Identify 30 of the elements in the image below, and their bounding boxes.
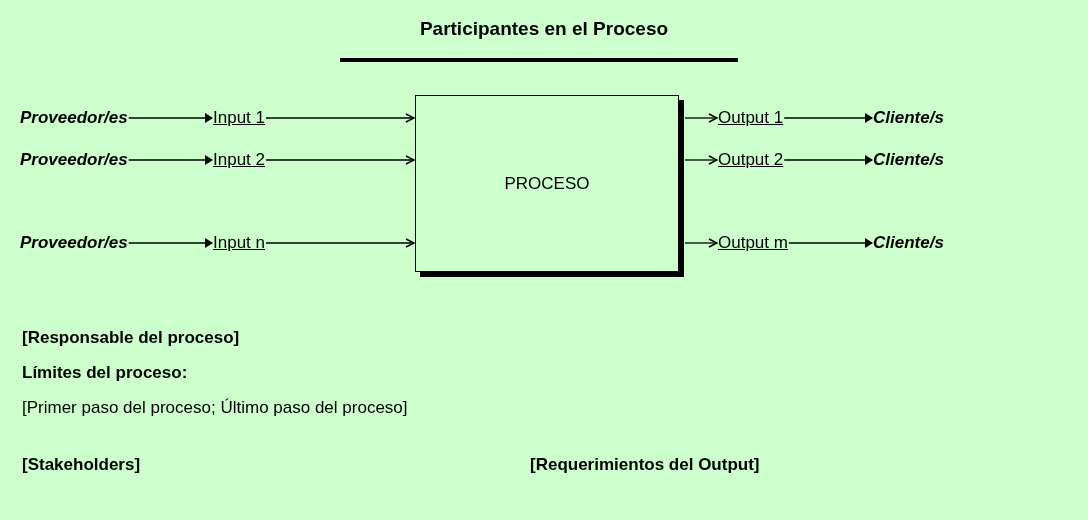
role-note: [Stakeholders] — [22, 455, 141, 475]
arrow — [783, 155, 873, 165]
arrow — [265, 155, 415, 165]
arrow — [128, 155, 213, 165]
arrow — [684, 155, 718, 165]
flow-item-label: Output 2 — [718, 147, 784, 173]
flow-item-label: Input 1 — [213, 105, 265, 131]
role-note: [Responsable del proceso] — [22, 328, 240, 348]
party-label: Cliente/s — [873, 230, 944, 256]
note-text: [Primer paso del proceso; Último paso del proceso] — [22, 398, 408, 418]
flow-item-label: Output m — [718, 230, 788, 256]
arrow — [788, 238, 873, 248]
party-label: Proveedor/es — [20, 105, 128, 131]
arrow — [684, 113, 718, 123]
arrow — [265, 238, 415, 248]
arrow — [128, 113, 213, 123]
party-label: Cliente/s — [873, 105, 944, 131]
arrow — [783, 113, 873, 123]
arrow — [265, 113, 415, 123]
flow-item-label: Output 1 — [718, 105, 784, 131]
party-label: Proveedor/es — [20, 147, 128, 173]
party-label: Proveedor/es — [20, 230, 128, 256]
arrow — [684, 238, 718, 248]
arrow — [128, 238, 213, 248]
party-label: Cliente/s — [873, 147, 944, 173]
flow-item-label: Input n — [213, 230, 265, 256]
flow-item-label: Input 2 — [213, 147, 265, 173]
requirements-note: [Requerimientos del Output] — [530, 455, 760, 475]
section-heading: Límites del proceso: — [22, 363, 188, 383]
title: Participantes en el Proceso — [418, 18, 670, 40]
